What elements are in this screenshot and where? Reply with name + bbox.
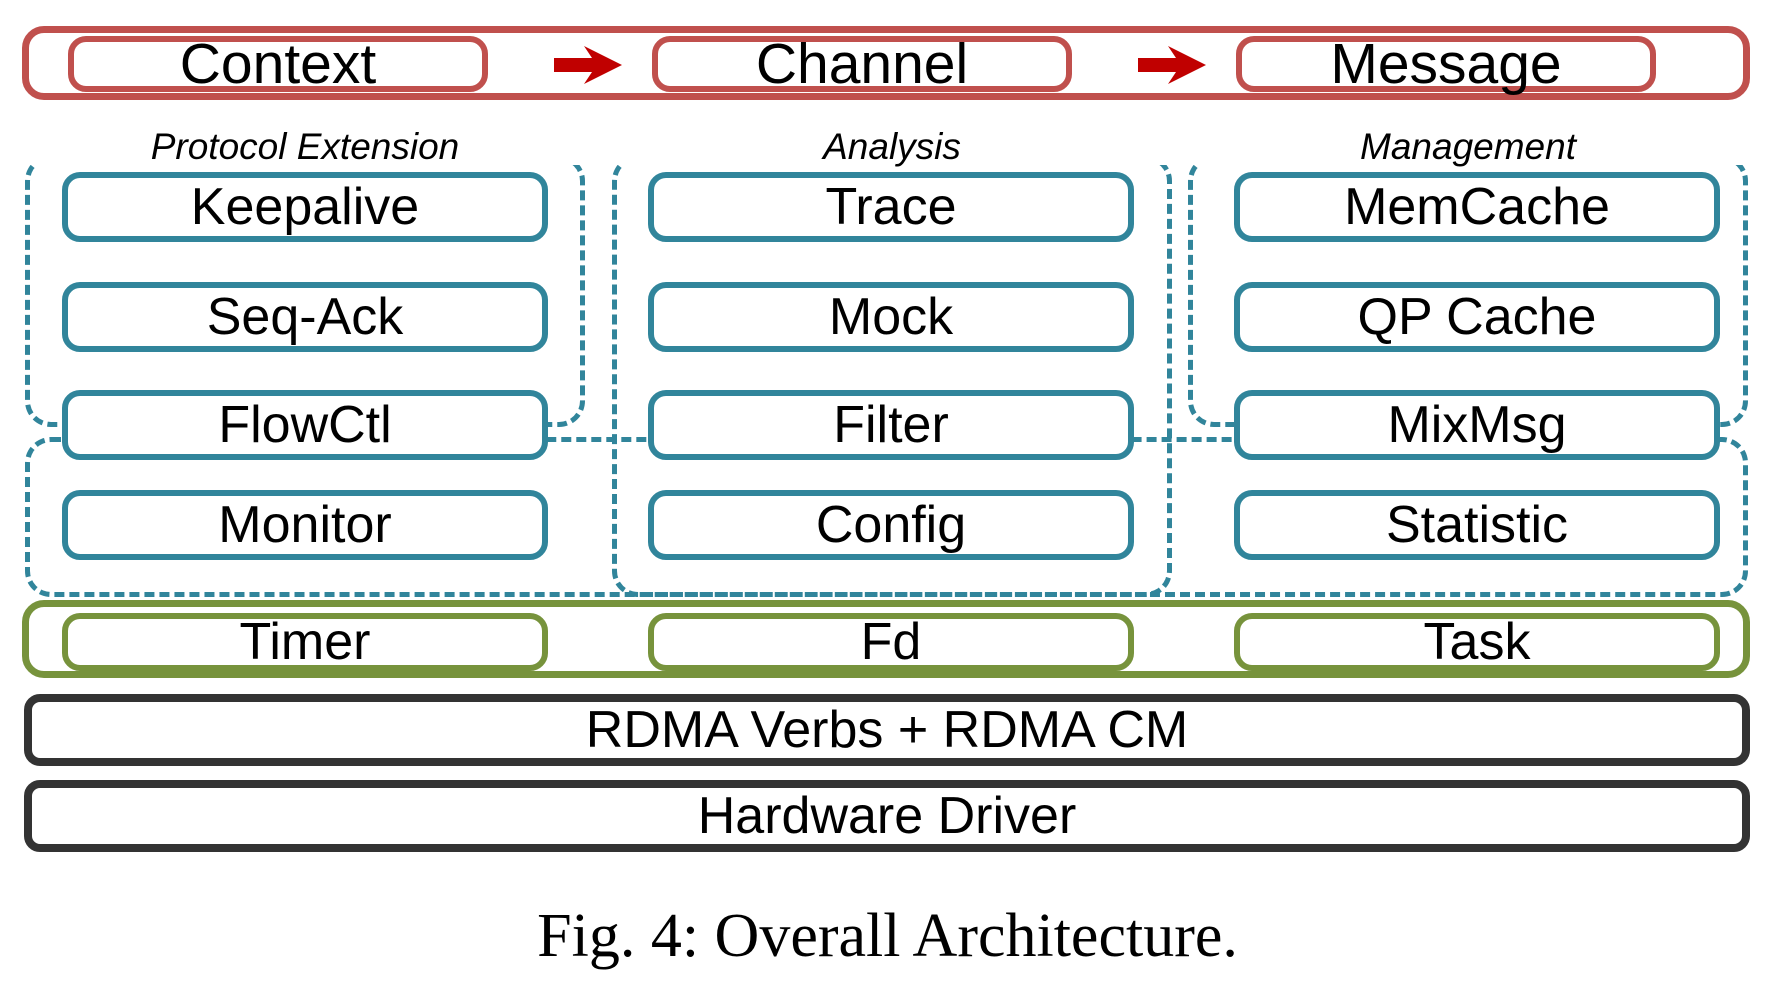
node-keepalive-label: Keepalive	[190, 178, 420, 236]
node-hardware-driver[interactable]: Hardware Driver	[24, 780, 1750, 852]
arrow-right-icon	[552, 44, 624, 86]
node-qp-cache-label: QP Cache	[1357, 288, 1597, 346]
node-trace-label: Trace	[825, 178, 957, 236]
group-caption-analysis: Analysis	[612, 128, 1172, 165]
flow-node-channel[interactable]: Channel	[652, 31, 1072, 96]
node-timer-label: Timer	[239, 613, 371, 671]
flow-node-message-label: Message	[1330, 31, 1562, 96]
node-monitor[interactable]: Monitor	[62, 490, 548, 560]
node-seq-ack-label: Seq-Ack	[206, 288, 404, 346]
node-fd-label: Fd	[860, 613, 922, 671]
node-config-label: Config	[815, 496, 967, 554]
node-rdma-verbs-cm-label: RDMA Verbs + RDMA CM	[585, 701, 1189, 759]
node-qp-cache[interactable]: QP Cache	[1234, 282, 1720, 352]
flow-node-context[interactable]: Context	[68, 31, 488, 96]
group-caption-management: Management	[1188, 128, 1748, 165]
flow-node-channel-label: Channel	[755, 31, 969, 96]
node-filter[interactable]: Filter	[648, 390, 1134, 460]
node-seq-ack[interactable]: Seq-Ack	[62, 282, 548, 352]
node-monitor-label: Monitor	[218, 496, 392, 554]
node-mixmsg[interactable]: MixMsg	[1234, 390, 1720, 460]
node-task[interactable]: Task	[1234, 613, 1720, 671]
node-trace[interactable]: Trace	[648, 172, 1134, 242]
node-mock[interactable]: Mock	[648, 282, 1134, 352]
node-filter-label: Filter	[833, 396, 949, 454]
node-fd[interactable]: Fd	[648, 613, 1134, 671]
node-rdma-verbs-cm[interactable]: RDMA Verbs + RDMA CM	[24, 694, 1750, 766]
group-caption-protocol-extension: Protocol Extension	[25, 128, 585, 165]
flow-node-context-label: Context	[179, 31, 377, 96]
node-flowctl-label: FlowCtl	[218, 396, 392, 454]
node-flowctl[interactable]: FlowCtl	[62, 390, 548, 460]
node-hardware-driver-label: Hardware Driver	[697, 787, 1077, 845]
node-task-label: Task	[1423, 613, 1531, 671]
figure-caption: Fig. 4: Overall Architecture.	[537, 902, 1238, 970]
arrow-right-icon-2	[1136, 44, 1208, 86]
node-keepalive[interactable]: Keepalive	[62, 172, 548, 242]
node-statistic-label: Statistic	[1385, 496, 1569, 554]
node-memcache-label: MemCache	[1344, 178, 1610, 236]
node-memcache[interactable]: MemCache	[1234, 172, 1720, 242]
node-mock-label: Mock	[828, 288, 954, 346]
flow-node-message[interactable]: Message	[1236, 31, 1656, 96]
node-config[interactable]: Config	[648, 490, 1134, 560]
node-timer[interactable]: Timer	[62, 613, 548, 671]
node-statistic[interactable]: Statistic	[1234, 490, 1720, 560]
node-mixmsg-label: MixMsg	[1387, 396, 1567, 454]
